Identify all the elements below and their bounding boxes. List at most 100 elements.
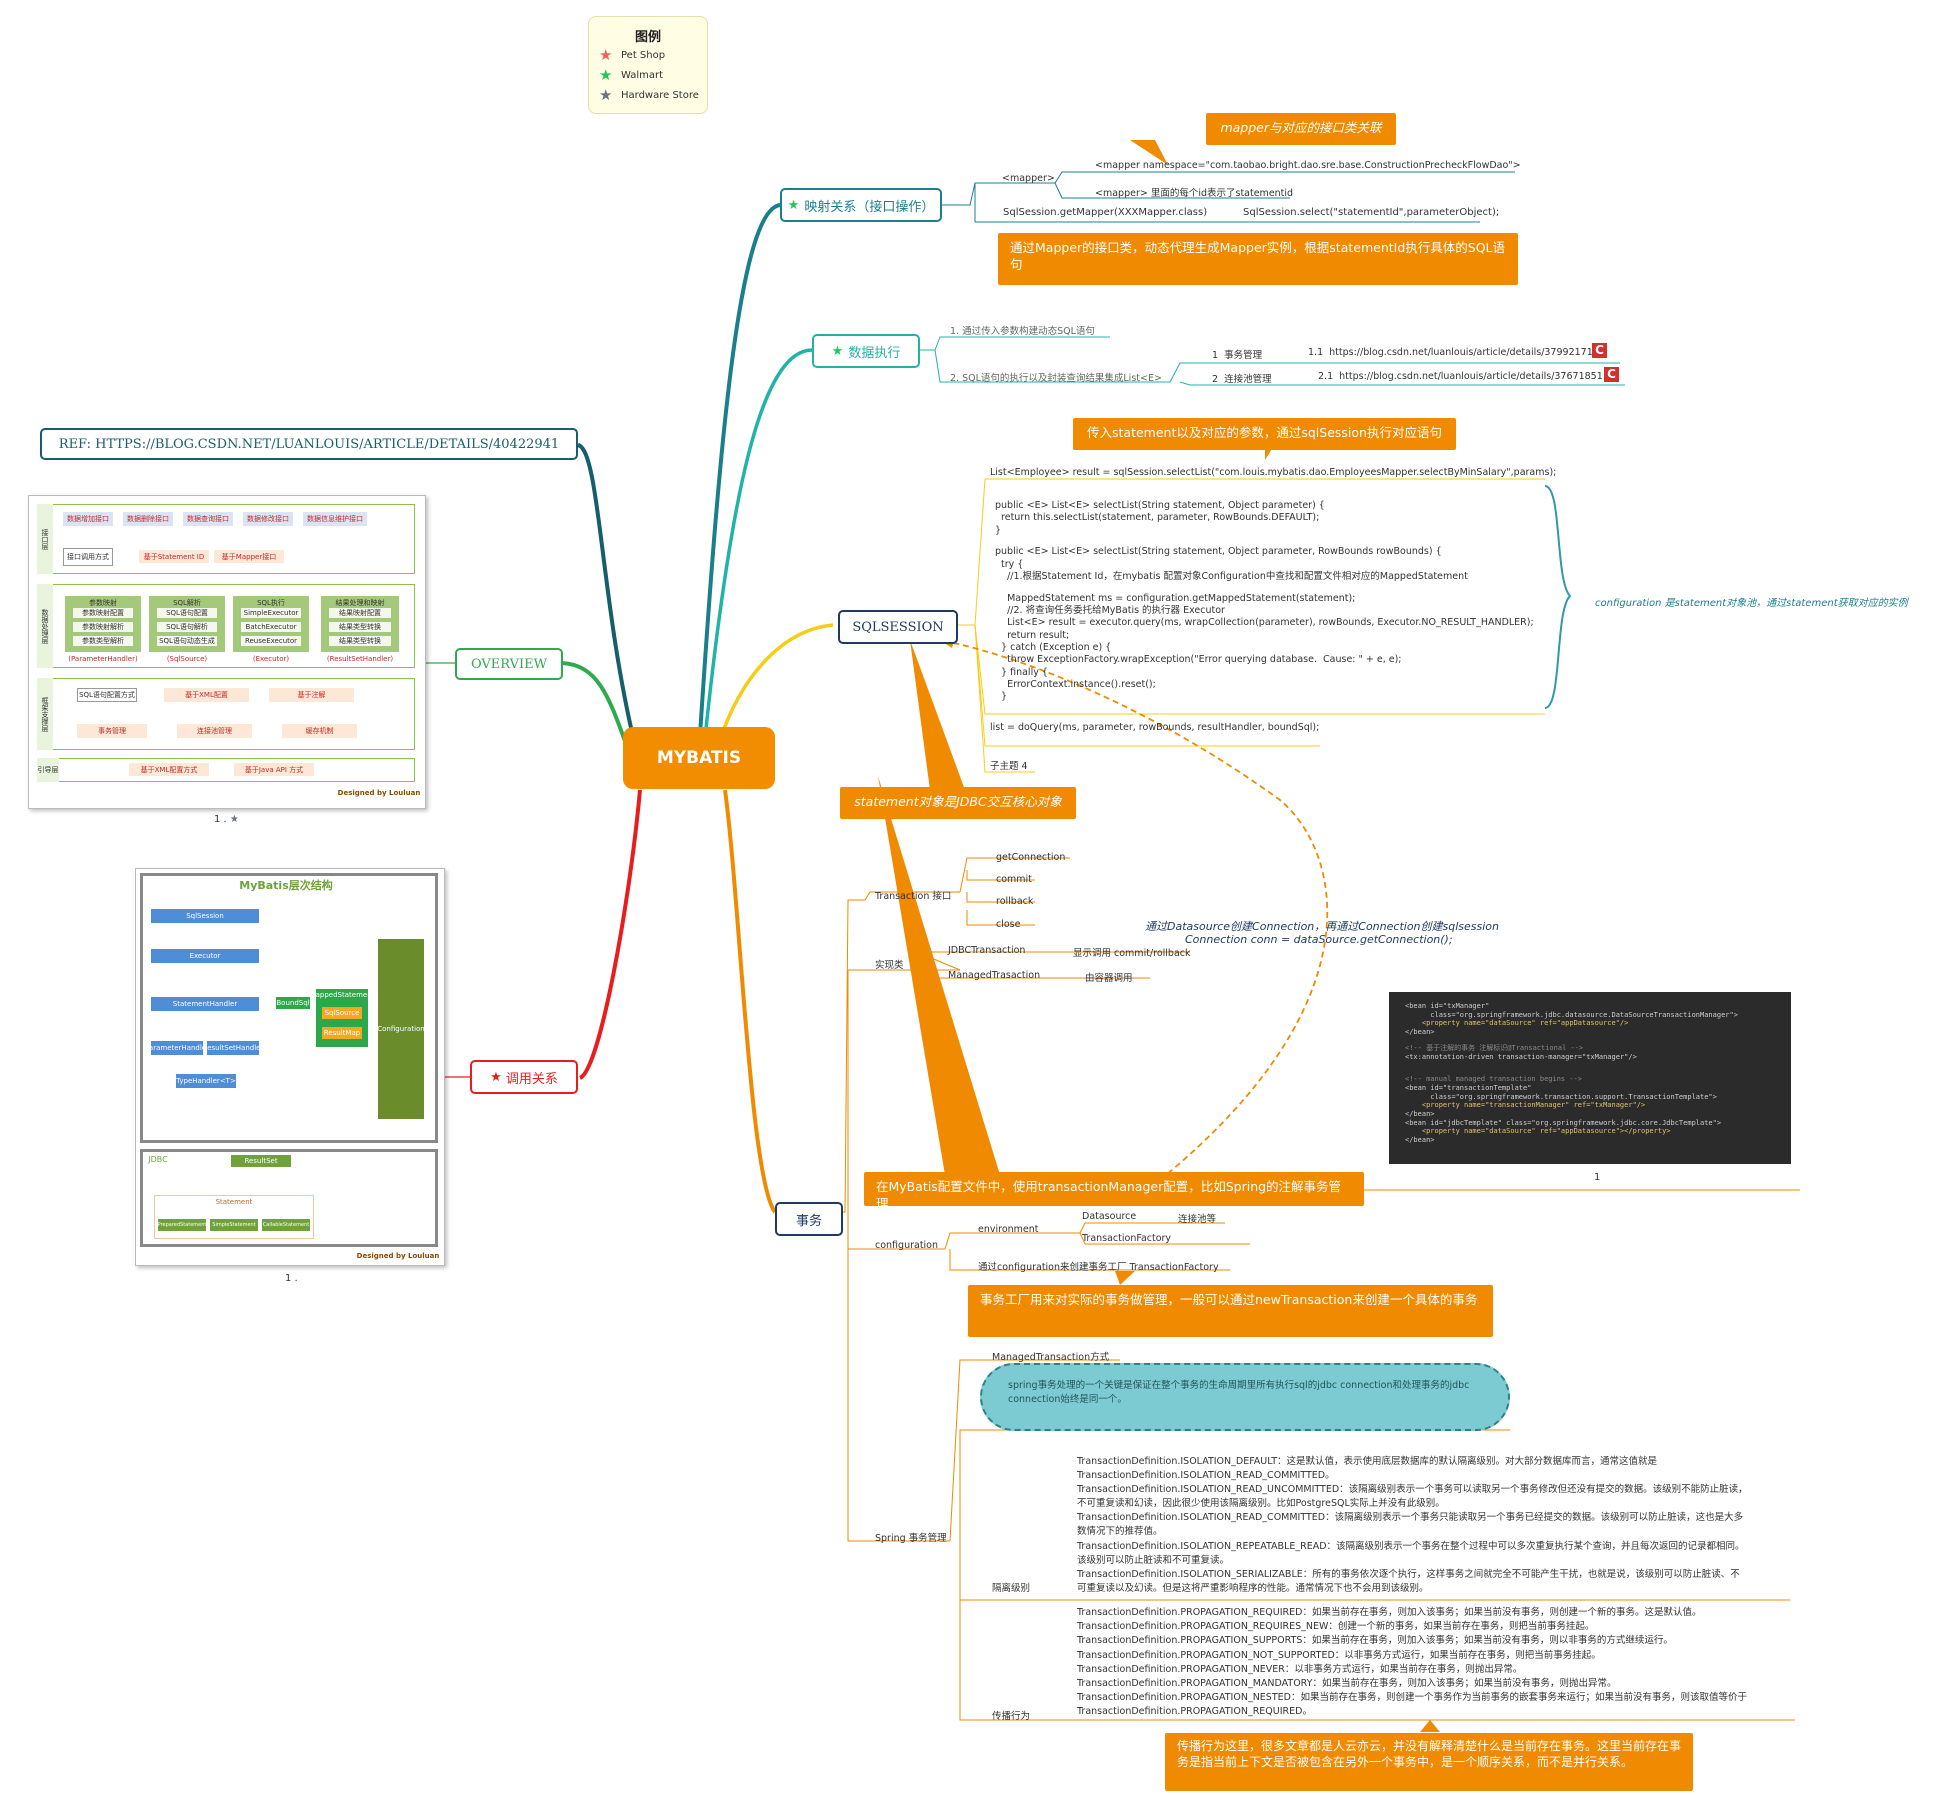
note-text: 传入statement以及对应的参数，通过sqlSession执行对应语句 <box>1087 425 1442 440</box>
spring-xml-config-image[interactable]: <bean id="txManager" class="org.springfr… <box>1389 992 1791 1164</box>
xml-line: <bean id="jdbcTemplate" class="org.sprin… <box>1405 1118 1722 1127</box>
code-line <box>995 583 1534 593</box>
exec-sub-2: 2 连接池管理 <box>1212 371 1272 385</box>
mybatis-hierarchy-image[interactable]: MyBatis层次结构 SqlSession Executor Statemen… <box>135 868 445 1266</box>
thumb-box: 结果类型转换 <box>329 636 391 646</box>
link-text[interactable]: https://blog.csdn.net/luanlouis/article/… <box>1329 347 1593 358</box>
datasource-note-1: 通过Datasource创建Connection，再通过Connection创建… <box>1145 920 1500 933</box>
thumb-box: StatementHandler <box>151 997 259 1011</box>
thumb-box: SQL语句解析 <box>157 622 217 632</box>
exec-link-2[interactable]: 2.1 https://blog.csdn.net/luanlouis/arti… <box>1318 371 1603 382</box>
isolation-line: 该级别可以防止脏读和不可重复读。 <box>1077 1554 1230 1566</box>
do-query-text: list = doQuery(ms, parameter, rowBounds,… <box>990 722 1320 733</box>
propagation-label: 传播行为 <box>992 1711 1031 1722</box>
data-exec-node[interactable]: ★数据执行 <box>812 334 920 368</box>
xml-line: <!-- manual managed transaction begins -… <box>1405 1075 1583 1084</box>
code-line: } finally { <box>995 666 1048 678</box>
thumb-box: 连接池管理 <box>177 724 252 738</box>
propagation-line: TransactionDefinition.PROPAGATION_NEVER：… <box>1077 1663 1523 1675</box>
tx-configuration: configuration <box>875 1240 939 1251</box>
thumb-box: 基于Mapper接口 <box>214 550 284 563</box>
link-text[interactable]: https://blog.csdn.net/luanlouis/article/… <box>1339 371 1603 382</box>
propagation-line: TransactionDefinition.PROPAGATION_NOT_SU… <box>1077 1649 1601 1661</box>
code-line: return result; <box>995 629 1070 641</box>
thumb-box: BoundSql <box>276 997 310 1009</box>
note-text: 在MyBatis配置文件中，使用transactionManager配置，比如S… <box>876 1179 1342 1211</box>
thumb-box: 参数映射解析 <box>73 622 133 632</box>
spring-tx-cloud-note: spring事务处理的一个关键是保证在整个事务的生命周期里所有执行sql的jdb… <box>980 1363 1510 1431</box>
code-line: try { <box>995 558 1024 570</box>
sqlsession-note-top: 传入statement以及对应的参数，通过sqlSession执行对应语句 <box>1073 418 1456 450</box>
isolation-line: TransactionDefinition.ISOLATION_READ_COM… <box>1077 1470 1335 1482</box>
center-node-mybatis[interactable]: MYBATIS <box>623 727 775 789</box>
exec-item-2: 2. SQL语句的执行以及封装查询结果集成List<E> <box>950 373 1162 384</box>
boot-layer <box>37 758 415 782</box>
thumb-box: PreparedStatement <box>158 1219 206 1231</box>
star-icon: ★ <box>490 1069 502 1085</box>
code-block: public <E> List<E> selectList(String sta… <box>995 500 1534 703</box>
thumb-box: 基于注解 <box>269 688 354 702</box>
propagation-note: 传播行为这里，很多文章都是人云亦云，并没有解释清楚什么是当前存在事务。这里当前存… <box>1165 1733 1693 1791</box>
isolation-line: 不可重复读和幻读，因此很少使用该隔离级别。比如PostgreSQL实际上并没有此… <box>1077 1498 1445 1510</box>
sqlsession-label: SQLSESSION <box>852 619 944 635</box>
code-line: throw ExceptionFactory.wrapException("Er… <box>995 654 1402 666</box>
thumb-box: (ParameterHandler) <box>68 655 138 663</box>
mapper-tag: <mapper> <box>1002 173 1055 184</box>
isolation-line: 数情况下的推荐值。 <box>1077 1526 1163 1538</box>
thumb-box: (Executor) <box>252 655 290 663</box>
propagation-line: TransactionDefinition.PROPAGATION_NESTED… <box>1077 1692 1747 1704</box>
thumb-box: SQL语句配置方式 <box>77 688 137 702</box>
sqlsession-node[interactable]: SQLSESSION <box>838 610 958 644</box>
transaction-node[interactable]: 事务 <box>775 1202 843 1236</box>
managed-transaction-desc: 由容器调用 <box>1085 973 1133 984</box>
code-line <box>995 537 1534 547</box>
jdbc-transaction-desc: 显示调用 commit/rollback <box>1073 948 1191 959</box>
spring-config-note: 在MyBatis配置文件中，使用transactionManager配置，比如S… <box>864 1172 1364 1211</box>
csdn-icon[interactable]: C <box>1604 367 1619 382</box>
isolation-label: 隔离级别 <box>992 1583 1031 1594</box>
datasource-note-2: Connection conn = dataSource.getConnecti… <box>1185 933 1453 946</box>
xml-line <box>1405 1068 1775 1075</box>
jdbc-label: JDBC <box>148 1154 168 1164</box>
tx-interface: Transaction 接口 <box>875 891 952 902</box>
thumb-box: (SqlSource) <box>166 655 208 663</box>
thumb-box: Statement <box>154 1195 314 1239</box>
exec-sub-1: 1 事务管理 <box>1212 347 1262 361</box>
overview-node[interactable]: OVERVIEW <box>455 648 563 680</box>
thumb-box: ResultSet <box>231 1155 291 1167</box>
ref-node[interactable]: REF: HTTPS://BLOG.CSDN.NET/LUANLOUIS/ART… <box>40 428 578 460</box>
sqlsession-note-bottom: statement对象是JDBC交互核心对象 <box>840 787 1076 819</box>
jdbc-transaction: JDBCTransaction <box>948 945 1026 956</box>
call-relation-node[interactable]: ★调用关系 <box>470 1060 578 1094</box>
architecture-overview-image[interactable]: 接口层 数据增加接口 数据删除接口 数据查询接口 数据修改接口 数据信息维护接口… <box>28 495 426 809</box>
xml-line: <property name="dataSource" ref="appData… <box>1405 1127 1671 1136</box>
legend-label: Walmart <box>621 69 664 81</box>
code-line: //2. 将查询任务委托给MyBatis 的执行器 Executor <box>995 605 1225 617</box>
code-line: public <E> List<E> selectList(String sta… <box>995 500 1325 511</box>
mapping-node[interactable]: ★映射关系（接口操作） <box>780 188 942 222</box>
note-text: 事务工厂用来对实际的事务做管理，一般可以通过newTransaction来创建一… <box>980 1292 1478 1307</box>
tx-factory-create: 通过configuration来创建事务工厂 TransactionFactor… <box>978 1262 1219 1273</box>
legend-label: Pet Shop <box>621 49 666 61</box>
xml-line: <tx:annotation-driven transaction-manage… <box>1405 1052 1637 1061</box>
csdn-icon[interactable]: C <box>1592 343 1607 358</box>
thumb-box: ReuseExecutor <box>241 636 301 646</box>
star-icon: ★ <box>599 46 613 64</box>
exec-link-1[interactable]: 1.1 https://blog.csdn.net/luanlouis/arti… <box>1308 347 1593 358</box>
propagation-behaviors: TransactionDefinition.PROPAGATION_REQUIR… <box>1077 1606 1747 1720</box>
legend-item-hardware-store: ★Hardware Store <box>599 85 707 105</box>
code-line: //1.根据Statement Id，在mybatis 配置对象Configur… <box>995 570 1468 582</box>
cloud-text: spring事务处理的一个关键是保证在整个事务的生命周期里所有执行sql的jdb… <box>1008 1380 1470 1405</box>
boot-layer-label: 引导层 <box>37 758 59 782</box>
thumb-box: 接口调用方式 <box>63 548 113 566</box>
isolation-line: TransactionDefinition.ISOLATION_DEFAULT：… <box>1077 1456 1658 1467</box>
propagation-line: TransactionDefinition.PROPAGATION_SUPPOR… <box>1077 1635 1673 1647</box>
code-line: } <box>995 524 1002 536</box>
legend-title: 图例 <box>634 30 661 45</box>
note-text: mapper与对应的接口类关联 <box>1220 120 1382 135</box>
tx-factory-note: 事务工厂用来对实际的事务做管理，一般可以通过newTransaction来创建一… <box>968 1285 1493 1337</box>
thumb-box: (ResultSetHandler) <box>326 655 394 663</box>
code-line: List<E> result = executor.query(ms, wrap… <box>995 617 1534 629</box>
propagation-line: TransactionDefinition.PROPAGATION_REQUIR… <box>1077 1706 1312 1718</box>
note-text: 传播行为这里，很多文章都是人云亦云，并没有解释清楚什么是当前存在事务。这里当前存… <box>1177 1739 1682 1769</box>
